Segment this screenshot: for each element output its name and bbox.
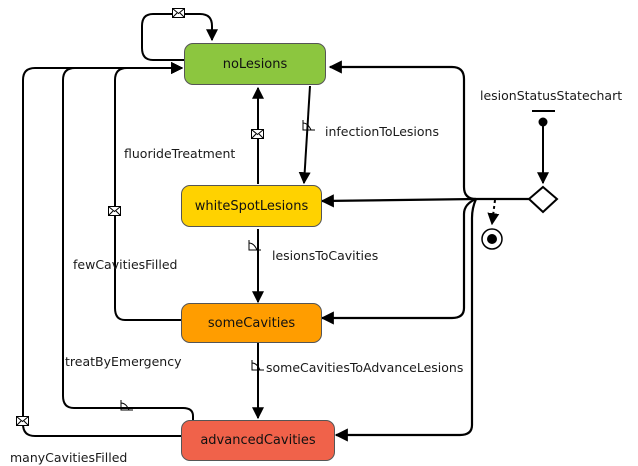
branch-to-advancedCavities[interactable] bbox=[334, 198, 478, 442]
label-fewCavitiesFilled: fewCavitiesFilled bbox=[73, 257, 178, 272]
message-trigger-icon bbox=[172, 8, 185, 18]
final-state-dot bbox=[487, 234, 497, 244]
initial-state-dot bbox=[538, 117, 548, 127]
message-trigger-icon bbox=[251, 129, 264, 139]
label-manyCavitiesFilled: manyCavitiesFilled bbox=[10, 450, 128, 465]
noLesions-self-loop[interactable] bbox=[141, 13, 218, 61]
state-whiteSpotLesions-label: whiteSpotLesions bbox=[194, 198, 309, 214]
branch-to-whiteSpotLesions[interactable] bbox=[320, 194, 477, 208]
timeout-trigger-icon bbox=[251, 360, 264, 371]
state-advancedCavities-label: advancedCavities bbox=[200, 433, 316, 448]
state-whiteSpotLesions[interactable]: whiteSpotLesions bbox=[181, 185, 322, 227]
state-noLesions[interactable]: noLesions bbox=[184, 43, 326, 85]
state-someCavities-label: someCavities bbox=[207, 315, 296, 331]
state-advancedCavities[interactable]: advancedCavities bbox=[181, 420, 335, 461]
label-treatByEmergency: treatByEmergency bbox=[65, 354, 182, 369]
label-fluorideTreatment: fluorideTreatment bbox=[124, 146, 236, 161]
timeout-trigger-icon bbox=[248, 240, 261, 251]
fewCavitiesFilled-transition[interactable] bbox=[114, 62, 184, 321]
statechart-title: lesionStatusStatechart bbox=[480, 88, 623, 103]
branch-to-someCavities[interactable] bbox=[320, 197, 477, 325]
message-trigger-icon bbox=[108, 206, 121, 216]
state-noLesions-label: noLesions bbox=[222, 56, 288, 72]
treatByEmergency-transition[interactable] bbox=[62, 62, 194, 424]
manyCavitiesFilled-transition[interactable] bbox=[22, 62, 184, 437]
label-infectionToLesions: infectionToLesions bbox=[325, 124, 439, 139]
state-someCavities[interactable]: someCavities bbox=[181, 303, 322, 343]
timeout-trigger-icon bbox=[120, 400, 133, 411]
message-trigger-icon bbox=[16, 416, 29, 426]
label-lesionsToCavities: lesionsToCavities bbox=[272, 248, 379, 263]
infectionToLesions-transition[interactable] bbox=[298, 85, 311, 185]
label-someCavitiesToAdvanceLesions: someCavitiesToAdvanceLesions bbox=[266, 360, 464, 375]
branch-diamond[interactable] bbox=[527, 185, 559, 214]
timeout-trigger-icon bbox=[302, 120, 315, 131]
branch-to-final[interactable] bbox=[487, 199, 500, 226]
